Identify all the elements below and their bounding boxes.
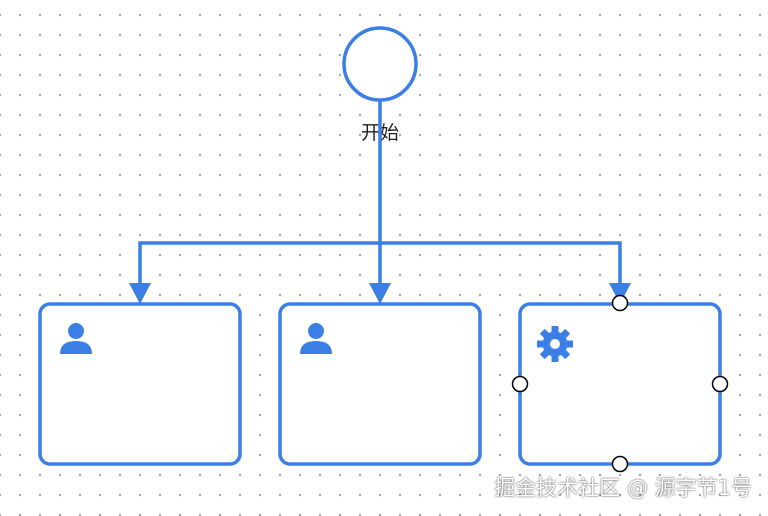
sequence-flow-to-task-1[interactable] [138,241,380,284]
watermark: 掘金技术社区 @ 源字节1号 [494,476,752,500]
task-box[interactable] [38,302,242,466]
handle-bottom[interactable] [611,455,629,473]
arrowhead-task-1 [129,283,151,304]
user-task-2[interactable] [278,302,482,466]
handle-right[interactable] [711,375,729,393]
arrowhead-task-3 [609,283,631,304]
arrowheads [129,283,631,304]
sequence-flow-to-task-3[interactable] [380,241,622,284]
selection-handles [511,294,729,473]
handle-left[interactable] [511,375,529,393]
start-event-circle[interactable] [342,26,418,102]
sequence-flows [138,100,622,284]
task-box[interactable] [518,302,722,466]
user-icon [300,323,332,354]
user-icon [60,323,92,354]
user-task-1[interactable] [38,302,242,466]
start-event[interactable] [342,26,418,102]
arrowhead-task-2 [369,283,391,304]
handle-top[interactable] [611,294,629,312]
service-task-3[interactable] [511,294,729,473]
task-box[interactable] [278,302,482,466]
gear-icon [537,326,573,362]
